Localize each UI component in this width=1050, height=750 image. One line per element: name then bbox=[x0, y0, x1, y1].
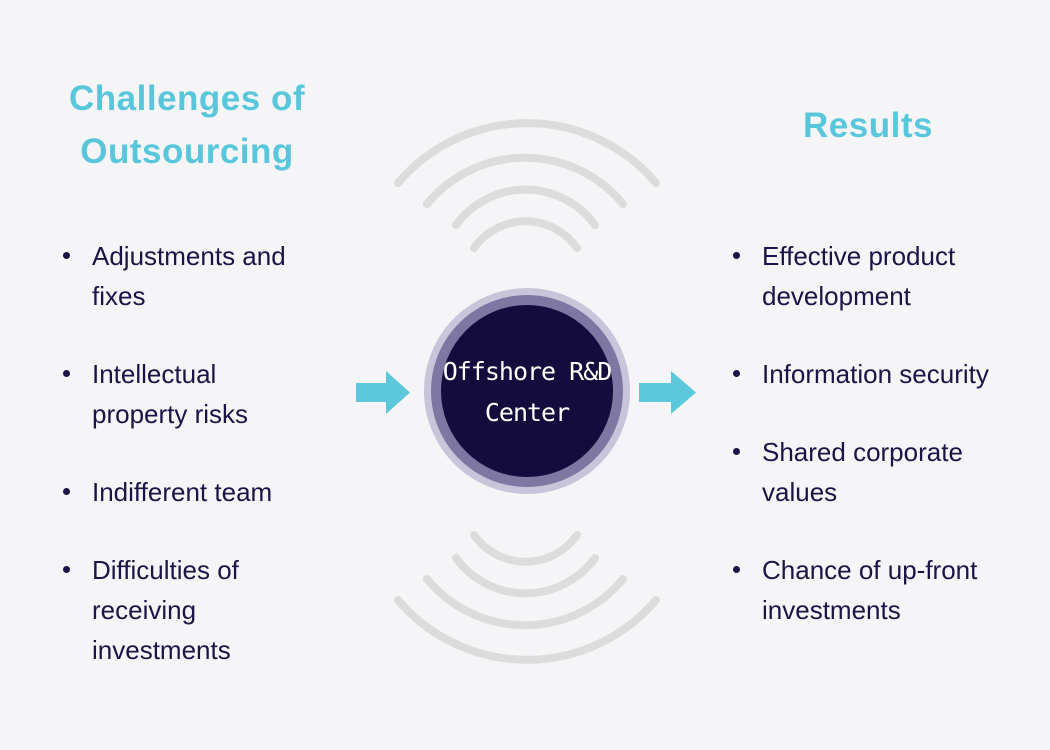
left-section-title: Challenges of Outsourcing bbox=[69, 79, 305, 171]
list-item-label: Information security bbox=[762, 359, 989, 389]
signal-arc bbox=[394, 119, 660, 187]
list-item: Intellectual property risks bbox=[63, 354, 317, 434]
right-section-title: Results bbox=[803, 106, 933, 145]
list-item: Shared corporate values bbox=[733, 432, 1004, 512]
list-item: Chance of up-front investments bbox=[733, 550, 1004, 630]
signal-arc bbox=[452, 554, 599, 598]
list-item: Indifferent team bbox=[63, 472, 317, 512]
signal-arcs-top-icon bbox=[394, 119, 660, 252]
signal-arc bbox=[470, 531, 581, 566]
bullet-dot bbox=[733, 448, 740, 455]
list-item-label: Intellectual property risks bbox=[92, 359, 249, 429]
bullet-dot bbox=[733, 252, 740, 259]
bullet-dot bbox=[63, 370, 70, 377]
list-item-label: Difficulties of receiving investments bbox=[92, 555, 239, 665]
list-item: Effective product development bbox=[733, 236, 1004, 316]
list-item: Difficulties of receiving investments bbox=[63, 550, 317, 670]
list-item-label: Shared corporate values bbox=[762, 437, 963, 507]
signal-arcs-bottom-icon bbox=[394, 531, 660, 664]
right-arrow-icon bbox=[639, 371, 696, 414]
offshore-center-circle bbox=[441, 305, 613, 477]
signal-arc bbox=[470, 217, 581, 252]
signal-arc bbox=[423, 153, 627, 208]
signal-arc bbox=[423, 575, 627, 630]
signal-arc bbox=[394, 596, 660, 664]
offshore-center-label: Offshore R&D Center bbox=[442, 357, 613, 427]
list-item-label: Adjustments and fixes bbox=[92, 241, 286, 311]
bullet-dot bbox=[733, 370, 740, 377]
list-item-label: Indifferent team bbox=[92, 477, 273, 507]
list-item: Information security bbox=[733, 354, 1004, 394]
bullet-dot bbox=[733, 566, 740, 573]
left-arrow-icon bbox=[356, 371, 410, 414]
list-item-label: Chance of up-front investments bbox=[762, 555, 978, 625]
list-item: Adjustments and fixes bbox=[63, 236, 317, 316]
bullet-dot bbox=[63, 566, 70, 573]
list-item-label: Effective product development bbox=[762, 241, 956, 311]
bullet-dot bbox=[63, 488, 70, 495]
signal-arc bbox=[452, 185, 599, 229]
bullet-dot bbox=[63, 252, 70, 259]
